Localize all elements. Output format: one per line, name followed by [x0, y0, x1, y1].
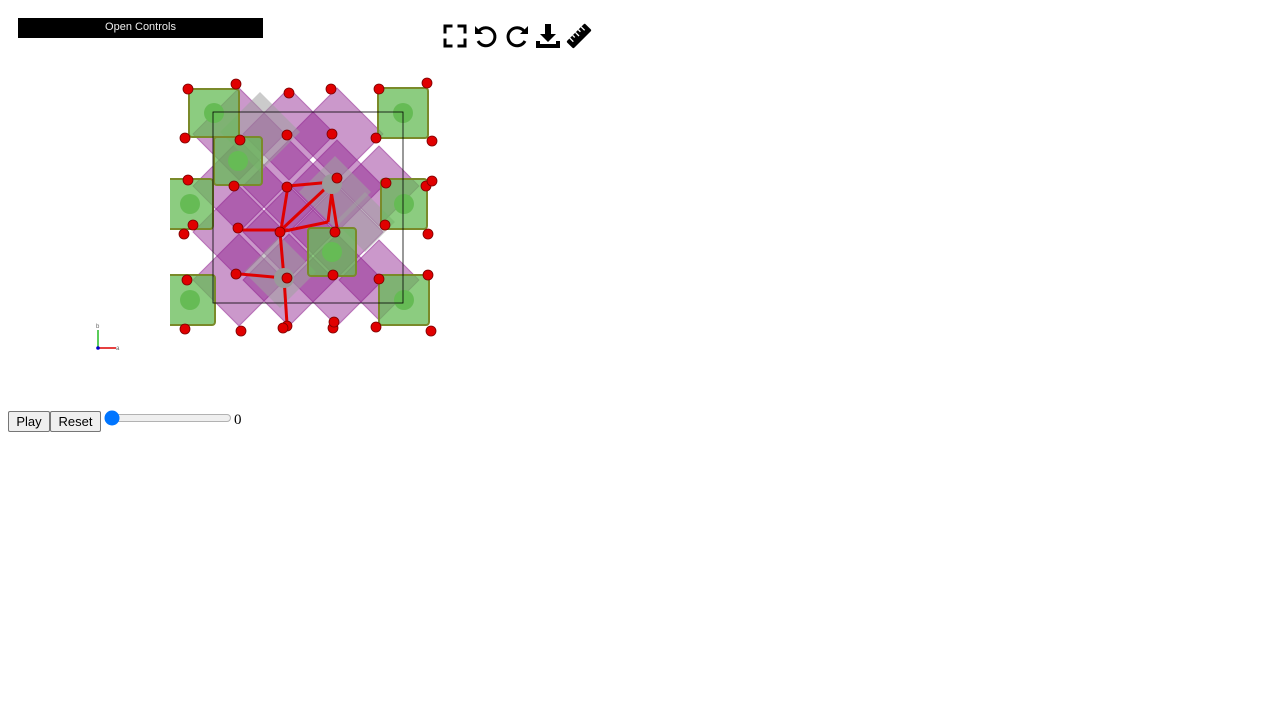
oxygen-atom	[426, 135, 438, 147]
oxygen-atom	[182, 174, 194, 186]
oxygen-atom	[283, 87, 295, 99]
download-button[interactable]	[534, 21, 562, 51]
oxygen-atom	[235, 325, 247, 337]
oxygen-atom	[426, 175, 438, 187]
frame-slider[interactable]	[104, 408, 232, 428]
green-atom	[204, 103, 224, 123]
oxygen-atom	[326, 128, 338, 140]
frame-value: 0	[234, 412, 242, 428]
oxygen-atom	[325, 83, 337, 95]
oxygen-atom	[228, 180, 240, 192]
green-atom	[322, 242, 342, 262]
oxygen-atom	[234, 134, 246, 146]
rotate-left-button[interactable]	[472, 21, 500, 51]
oxygen-atom	[230, 268, 242, 280]
green-atom	[228, 151, 248, 171]
bond	[279, 184, 330, 232]
rotate-left-icon	[475, 26, 497, 48]
green-atom	[394, 194, 414, 214]
oxygen-atom	[379, 219, 391, 231]
ruler-icon	[566, 23, 592, 49]
oxygen-atom	[373, 273, 385, 285]
oxygen-atom	[380, 177, 392, 189]
bond	[279, 185, 290, 231]
unit-cell	[212, 111, 404, 304]
oxygen-atom	[422, 228, 434, 240]
oxygen-atom	[181, 274, 193, 286]
oxygen-atom	[182, 83, 194, 95]
oxygen-atom	[179, 323, 191, 335]
crystal-structure[interactable]	[164, 72, 450, 344]
oxygen-atom	[329, 226, 341, 238]
axis-b-label: b	[96, 324, 100, 330]
oxygen-atom	[230, 78, 242, 90]
ruler-button[interactable]	[565, 21, 593, 51]
oxygen-atom	[331, 172, 343, 184]
oxygen-atom	[327, 269, 339, 281]
oxygen-atom	[187, 219, 199, 231]
oxygen-atom	[425, 325, 437, 337]
oxygen-atom	[328, 316, 340, 328]
rotate-right-icon	[506, 26, 528, 48]
fullscreen-icon	[443, 24, 467, 48]
oxygen-atom	[277, 322, 289, 334]
structure-viewer[interactable]	[164, 72, 450, 344]
axis-a-label: a	[116, 346, 120, 352]
fullscreen-button[interactable]	[441, 21, 469, 51]
oxygen-atom	[179, 132, 191, 144]
oxygen-atom	[422, 269, 434, 281]
oxygen-atom	[274, 226, 286, 238]
reset-button[interactable]: Reset	[50, 411, 101, 432]
oxygen-atom	[281, 181, 293, 193]
open-controls-button[interactable]: Open Controls	[18, 18, 263, 38]
axes-indicator: b a	[90, 320, 124, 354]
rotate-right-button[interactable]	[503, 21, 531, 51]
oxygen-atom	[178, 228, 190, 240]
green-atom	[180, 290, 200, 310]
oxygen-atom	[281, 129, 293, 141]
oxygen-atom	[421, 77, 433, 89]
oxygen-atom	[373, 83, 385, 95]
oxygen-atom	[281, 272, 293, 284]
play-button[interactable]: Play	[8, 411, 50, 432]
download-icon	[536, 24, 560, 48]
oxygen-atom	[370, 321, 382, 333]
green-atom	[180, 194, 200, 214]
oxygen-atom	[232, 222, 244, 234]
oxygen-atom	[370, 132, 382, 144]
green-atom	[394, 290, 414, 310]
